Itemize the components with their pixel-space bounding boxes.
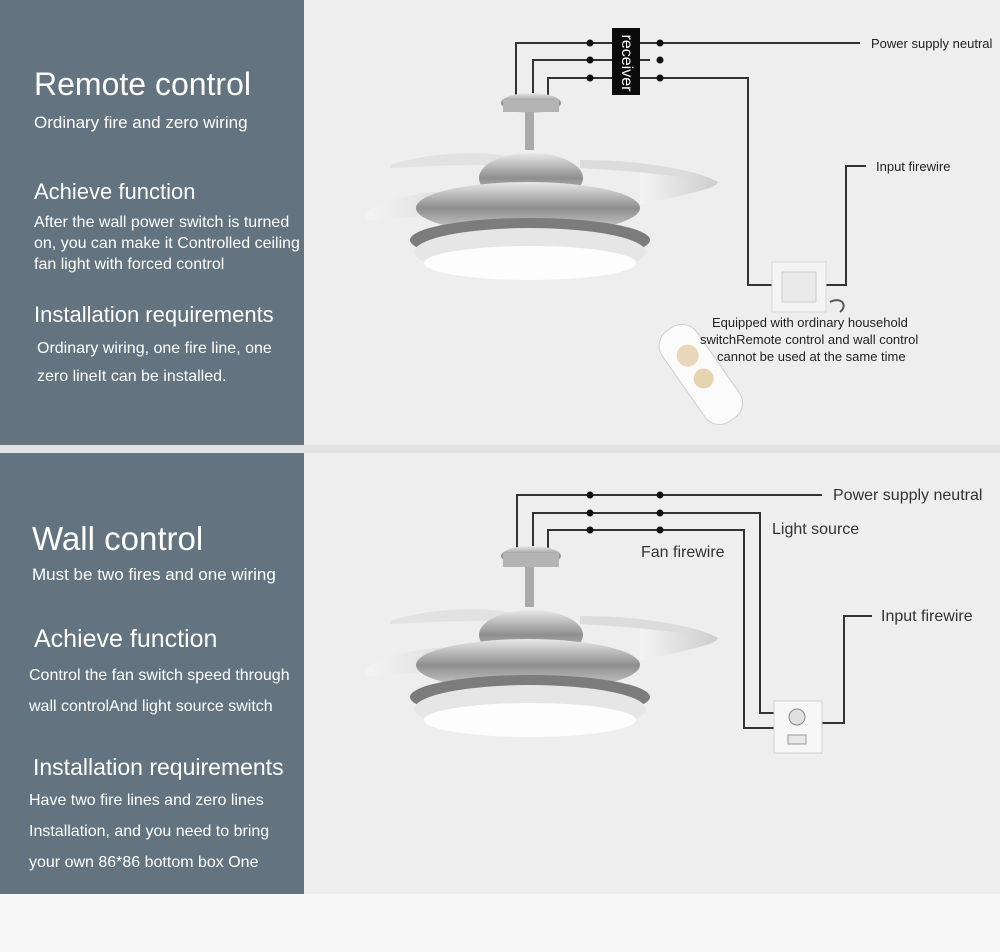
remote-achieve-heading: Achieve function (34, 179, 196, 204)
wall-achieve-text-2: wall controlAnd light source switch (29, 698, 273, 715)
wall-wires (516, 494, 872, 729)
wall-install-text-2: Installation, and you need to bring (29, 823, 270, 840)
wall-subtitle: Must be two fires and one wiring (32, 565, 276, 584)
remote-title: Remote control (34, 66, 251, 102)
panel-divider (0, 445, 1000, 453)
remote-note-line-3: cannot be used at the same time (717, 349, 906, 364)
remote-label-input-firewire: Input firewire (876, 159, 951, 174)
wall-label-input-firewire: Input firewire (881, 608, 973, 625)
wall-install-text-1: Have two fire lines and zero lines (29, 792, 264, 809)
remote-wiring-diagram (365, 28, 866, 425)
wall-dimmer-switch-illustration (773, 700, 823, 754)
remote-note-line-2: switchRemote control and wall control (700, 332, 919, 347)
remote-install-text-1: Ordinary wiring, one fire line, one (37, 340, 272, 357)
wall-switch-illustration (771, 261, 845, 313)
ceiling-fan-illustration (365, 93, 718, 280)
wall-sidebar: Wall control Must be two fires and one w… (0, 453, 304, 894)
wall-title: Wall control (32, 520, 204, 557)
receiver-box (612, 28, 640, 95)
remote-sidebar: Remote control Ordinary fire and zero wi… (0, 0, 304, 445)
wall-achieve-heading: Achieve function (34, 625, 218, 653)
wall-label-fan-firewire: Fan firewire (641, 544, 725, 561)
receiver-label: receiver (618, 34, 635, 92)
remote-subtitle: Ordinary fire and zero wiring (34, 113, 248, 132)
ceiling-fan-illustration-2 (365, 546, 718, 737)
remote-install-text-2: zero lineIt can be installed. (37, 368, 227, 385)
wall-wire-junctions (586, 491, 664, 534)
remote-note-line-1: Equipped with ordinary household (712, 315, 908, 330)
remote-achieve-text: After the wall power switch is turned on… (34, 214, 300, 273)
remote-label-power-neutral: Power supply neutral (871, 36, 993, 51)
wall-label-power-neutral: Power supply neutral (833, 487, 983, 504)
remote-control-illustration (658, 323, 743, 425)
wall-install-text-3: your own 86*86 bottom box One (29, 854, 259, 871)
remote-install-heading: Installation requirements (34, 302, 274, 327)
wall-wiring-diagram (365, 491, 872, 754)
remote-control-panel: Remote control Ordinary fire and zero wi… (0, 0, 1000, 445)
wall-label-light-source: Light source (772, 521, 860, 538)
wall-install-heading: Installation requirements (33, 754, 284, 780)
wall-control-panel: Wall control Must be two fires and one w… (0, 453, 1000, 894)
remote-wire-junctions (586, 39, 664, 82)
wall-achieve-text-1: Control the fan switch speed through (29, 667, 290, 684)
